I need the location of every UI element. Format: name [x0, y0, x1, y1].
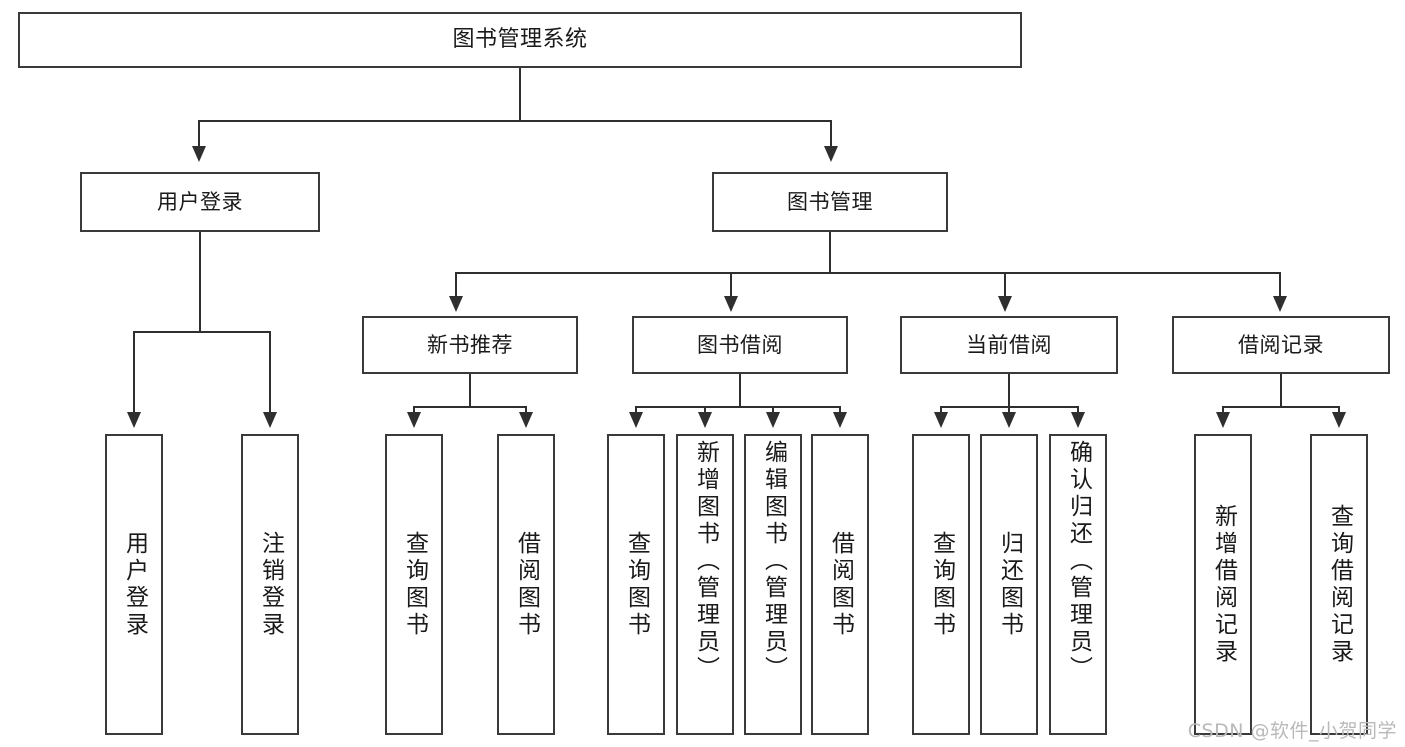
node-label: 借阅图书: [827, 530, 854, 639]
leaf-return-book[interactable]: 归还图书: [980, 434, 1038, 735]
node-label: 图书管理系统: [452, 27, 588, 53]
leaf-user-login[interactable]: 用户登录: [105, 434, 163, 735]
connector-book-management-bus: [455, 272, 1281, 274]
node-label: 新增图书（管理员）: [692, 440, 719, 683]
leaf-confirm-return[interactable]: 确认归还（管理员）: [1049, 434, 1107, 735]
connector-root-drop-book-management: [830, 120, 832, 148]
arrow-to-new-book-recommend: [449, 296, 463, 312]
connector-bb-drop-4: [839, 406, 841, 414]
connector-nbr-drop-2: [525, 406, 527, 414]
arrow-to-leaf-edit-book: [766, 412, 780, 428]
connector-bm-drop-3: [1004, 272, 1006, 298]
leaf-query-record[interactable]: 查询借阅记录: [1310, 434, 1368, 735]
connector-nbr-drop-1: [413, 406, 415, 414]
leaf-borrow-book-1[interactable]: 借阅图书: [497, 434, 555, 735]
connector-bm-drop-4: [1279, 272, 1281, 298]
connector-br-drop-2: [1338, 406, 1340, 414]
connector-cb-drop-3: [1077, 406, 1079, 414]
arrow-to-leaf-add-book: [698, 412, 712, 428]
connector-nbr-stem: [469, 374, 471, 408]
leaf-edit-book[interactable]: 编辑图书（管理员）: [744, 434, 802, 735]
arrow-to-leaf-query-book-3: [934, 412, 948, 428]
node-label: 归还图书: [996, 530, 1023, 639]
connector-user-login-bus: [133, 331, 271, 333]
node-label: 图书借阅: [697, 332, 783, 357]
node-book-management[interactable]: 图书管理: [712, 172, 948, 232]
node-label: 借阅图书: [513, 530, 540, 639]
node-label: 当前借阅: [966, 332, 1052, 357]
node-label: 确认归还（管理员）: [1065, 440, 1092, 683]
connector-cb-drop-2: [1008, 406, 1010, 414]
arrow-to-leaf-logout-login: [263, 412, 277, 428]
node-book-borrow[interactable]: 图书借阅: [632, 316, 848, 374]
connector-br-bus: [1222, 406, 1340, 408]
node-label: 注销登录: [257, 530, 284, 639]
connector-bb-bus: [635, 406, 841, 408]
connector-bb-drop-2: [704, 406, 706, 414]
leaf-add-book[interactable]: 新增图书（管理员）: [676, 434, 734, 735]
node-label: 查询图书: [928, 530, 955, 639]
connector-root-stem: [519, 68, 521, 122]
node-label: 借阅记录: [1238, 332, 1324, 357]
arrow-to-leaf-add-record: [1216, 412, 1230, 428]
node-book-management-system[interactable]: 图书管理系统: [18, 12, 1022, 68]
connector-bb-stem: [739, 374, 741, 408]
arrow-to-leaf-borrow-book-1: [519, 412, 533, 428]
connector-root-bus: [198, 120, 832, 122]
connector-cb-drop-1: [940, 406, 942, 414]
node-current-borrow[interactable]: 当前借阅: [900, 316, 1118, 374]
leaf-borrow-book-2[interactable]: 借阅图书: [811, 434, 869, 735]
arrow-to-leaf-confirm-return: [1071, 412, 1085, 428]
connector-bm-drop-2: [730, 272, 732, 298]
node-new-book-recommend[interactable]: 新书推荐: [362, 316, 578, 374]
arrow-to-borrow-record: [1273, 296, 1287, 312]
leaf-add-record[interactable]: 新增借阅记录: [1194, 434, 1252, 735]
node-label: 用户登录: [157, 189, 243, 214]
connector-bb-drop-3: [772, 406, 774, 414]
arrow-to-leaf-user-login: [127, 412, 141, 428]
connector-user-login-drop-1: [133, 331, 135, 414]
arrow-to-user-login: [192, 146, 206, 162]
arrow-to-leaf-query-book-2: [629, 412, 643, 428]
arrow-to-book-management: [824, 146, 838, 162]
node-label: 图书管理: [787, 189, 873, 214]
connector-user-login-drop-2: [269, 331, 271, 414]
connector-user-login-stem: [199, 232, 201, 333]
arrow-to-leaf-return-book: [1002, 412, 1016, 428]
connector-br-drop-1: [1222, 406, 1224, 414]
arrow-to-leaf-query-book-1: [407, 412, 421, 428]
leaf-logout-login[interactable]: 注销登录: [241, 434, 299, 735]
connector-br-stem: [1280, 374, 1282, 408]
node-label: 编辑图书（管理员）: [760, 440, 787, 683]
node-label: 查询图书: [623, 530, 650, 639]
leaf-query-book-3[interactable]: 查询图书: [912, 434, 970, 735]
node-label: 新增借阅记录: [1210, 503, 1237, 666]
arrow-to-leaf-query-record: [1332, 412, 1346, 428]
arrow-to-current-borrow: [998, 296, 1012, 312]
connector-bb-drop-1: [635, 406, 637, 414]
connector-root-drop-user-login: [198, 120, 200, 148]
node-label: 查询图书: [401, 530, 428, 639]
arrow-to-book-borrow: [724, 296, 738, 312]
connector-bm-drop-1: [455, 272, 457, 298]
leaf-query-book-1[interactable]: 查询图书: [385, 434, 443, 735]
arrow-to-leaf-borrow-book-2: [833, 412, 847, 428]
connector-nbr-bus: [413, 406, 527, 408]
node-label: 用户登录: [121, 530, 148, 639]
node-user-login[interactable]: 用户登录: [80, 172, 320, 232]
connector-cb-stem: [1008, 374, 1010, 408]
leaf-query-book-2[interactable]: 查询图书: [607, 434, 665, 735]
node-borrow-record[interactable]: 借阅记录: [1172, 316, 1390, 374]
connector-book-management-stem: [829, 232, 831, 274]
node-label: 新书推荐: [427, 332, 513, 357]
node-label: 查询借阅记录: [1326, 503, 1353, 666]
